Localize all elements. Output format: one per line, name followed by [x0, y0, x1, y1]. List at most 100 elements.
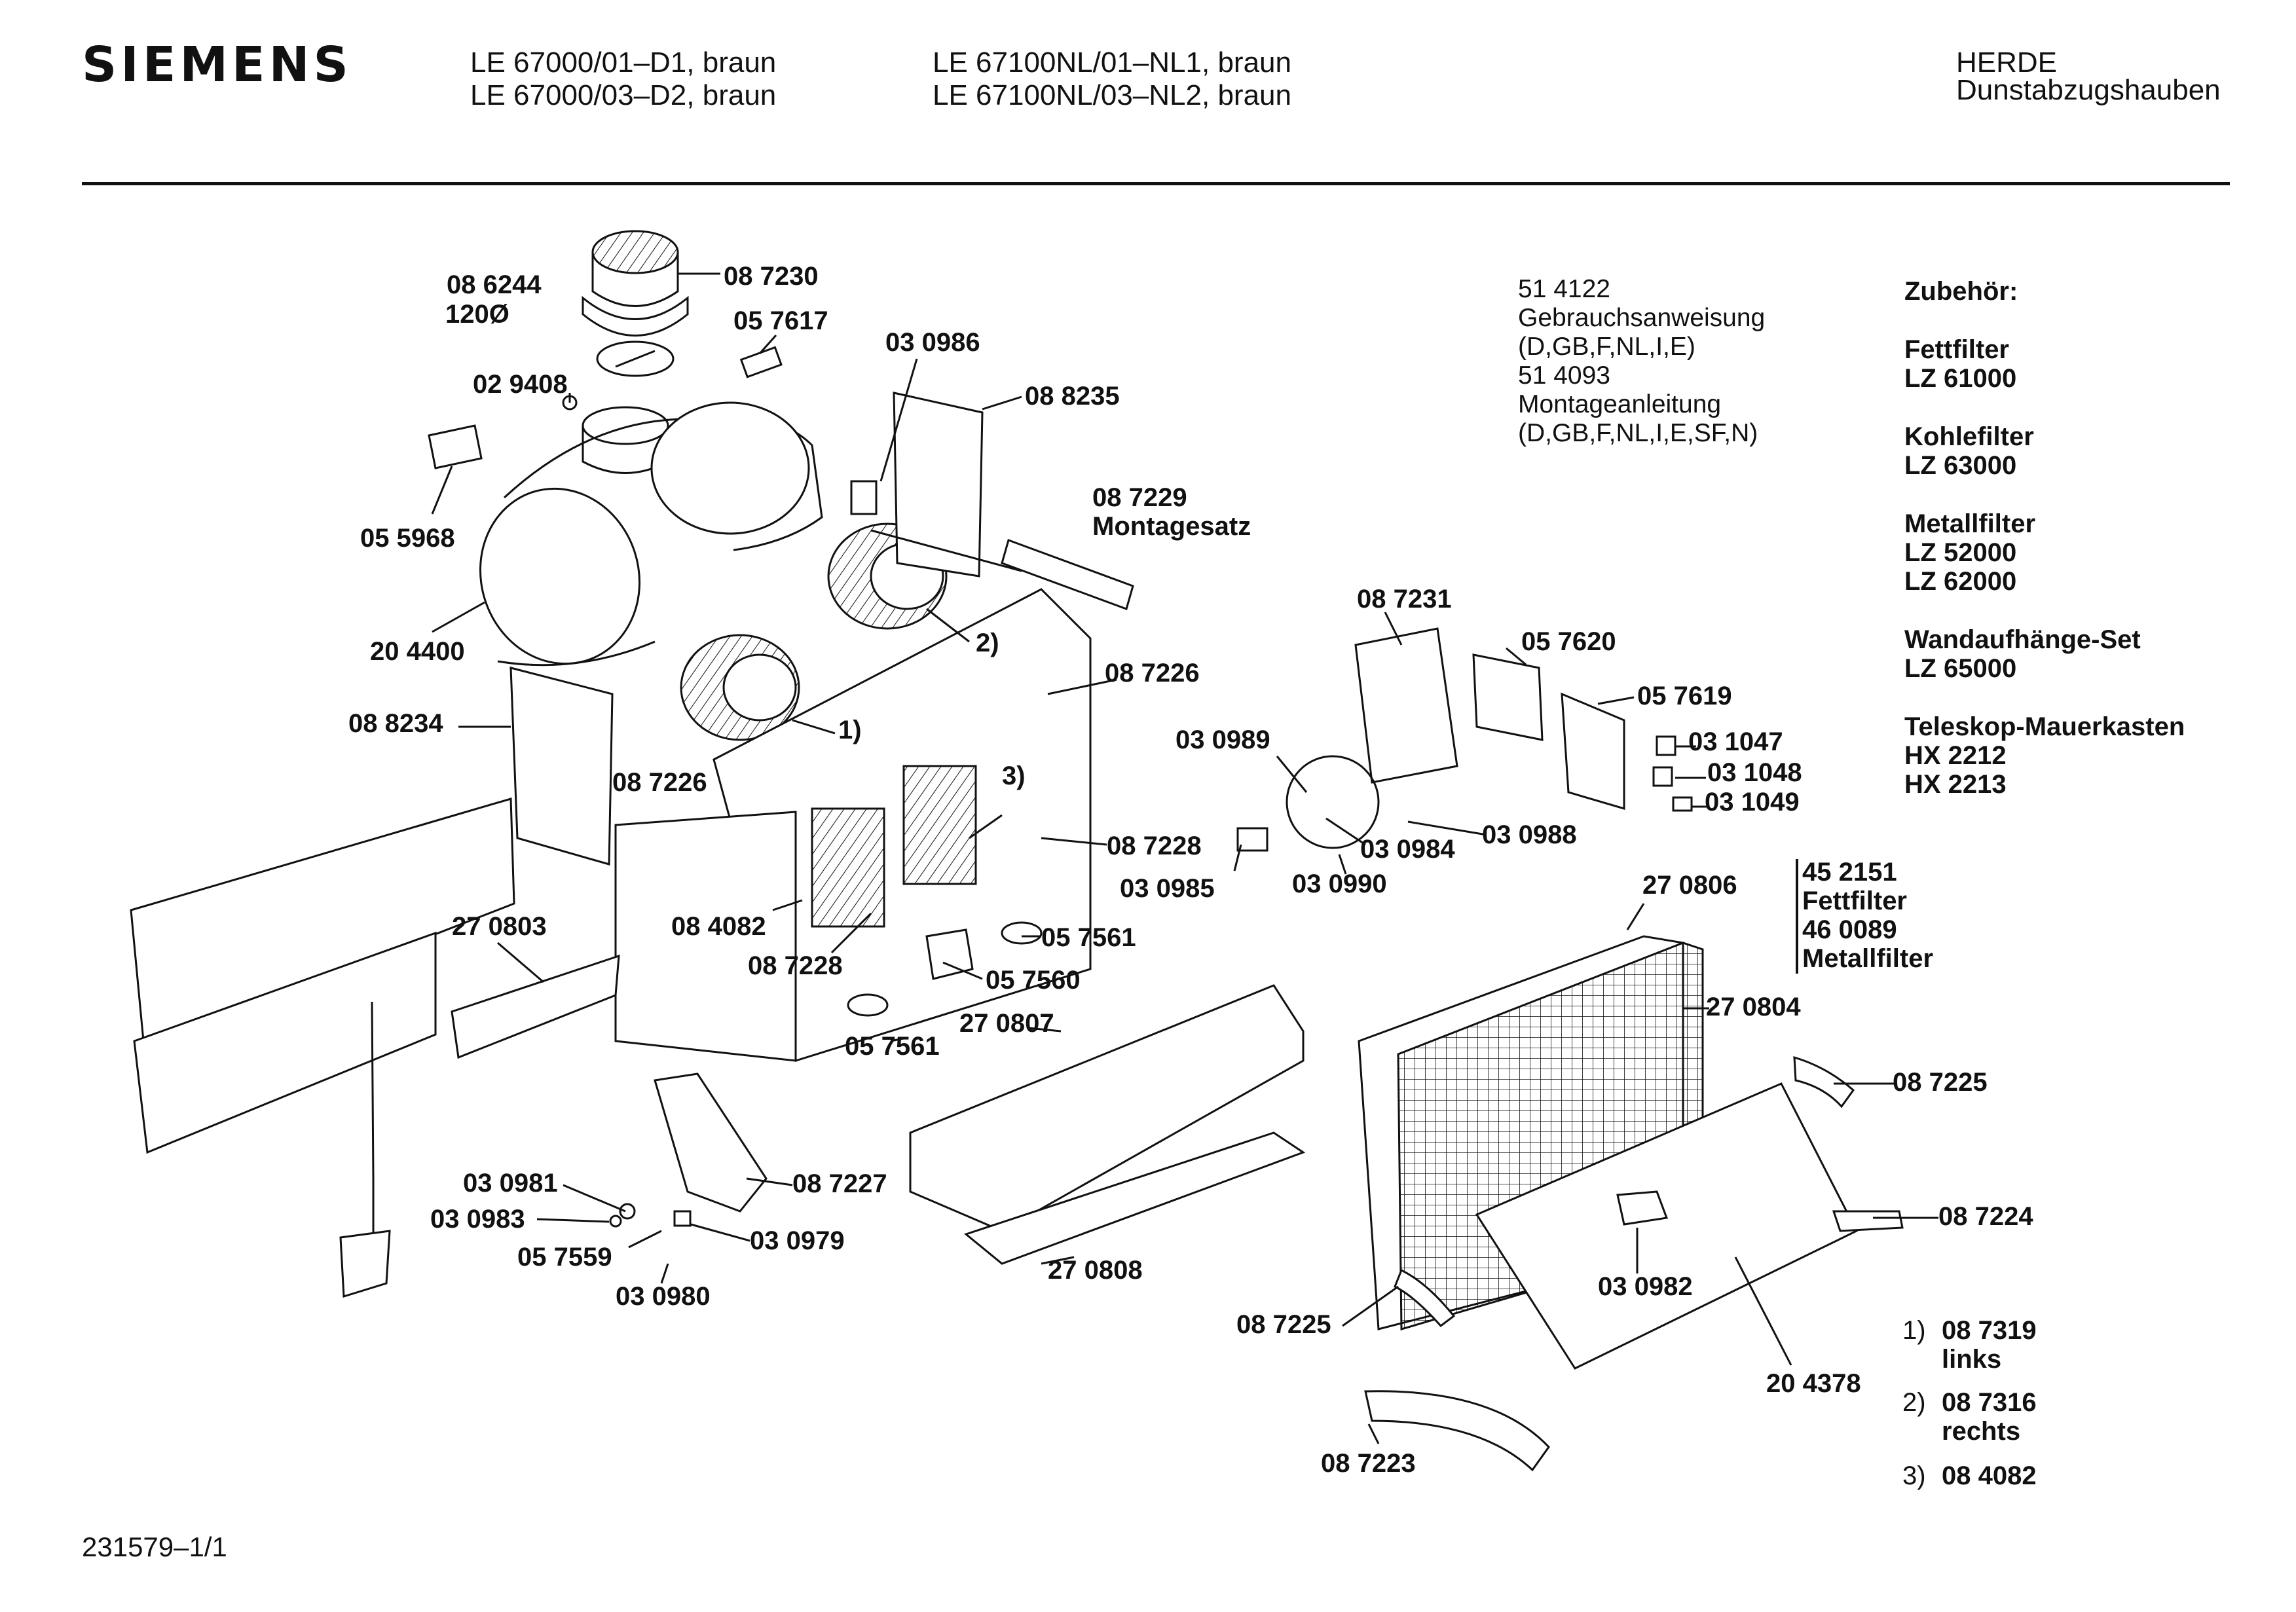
callout: 03 1049	[1705, 788, 1800, 816]
nut	[609, 1215, 622, 1228]
filter-label: 45 2151	[1802, 858, 1897, 887]
doc-info-line: 51 4122	[1518, 275, 1610, 303]
callout: 2)	[976, 629, 999, 657]
callout: 20 4378	[1766, 1369, 1861, 1398]
callout: 03 0980	[616, 1282, 711, 1311]
lamp-bulbs	[847, 921, 1043, 1017]
doc-info-line: Gebrauchsanweisung	[1518, 304, 1766, 332]
callout: 08 7230	[724, 262, 819, 291]
leader-lines	[431, 272, 1938, 1444]
callout: 05 7559	[517, 1243, 612, 1272]
outlet-collar	[582, 230, 689, 337]
callout: 05 7561	[1041, 923, 1136, 952]
document-id: 231579–1/1	[82, 1531, 227, 1562]
bracket-plate	[893, 392, 984, 577]
callout: 08 7224	[1938, 1202, 2033, 1231]
accessory-name: Wandaufhänge-Set	[1904, 625, 2141, 654]
callout: 08 7228	[1107, 832, 1202, 860]
doc-info-line: Montageanleitung	[1518, 390, 1722, 418]
doc-info-line: (D,GB,F,NL,I,E,SF,N)	[1518, 419, 1758, 447]
callout: 08 7223	[1321, 1449, 1416, 1478]
trim-left	[1394, 1268, 1456, 1328]
screw	[619, 1203, 636, 1220]
frame-strip	[963, 1131, 1306, 1265]
switch-block	[1561, 692, 1625, 811]
footnote-line: links	[1942, 1345, 2002, 1374]
trim-right	[1793, 1055, 1855, 1108]
trim-front	[1364, 1390, 1550, 1472]
callout: 03 1048	[1707, 758, 1802, 787]
callout: 08 7228	[748, 951, 843, 980]
main-casing	[614, 588, 1092, 1062]
model-line: LE 67000/03–D2, braun	[470, 79, 777, 111]
filter-label: Metallfilter	[1802, 944, 1934, 973]
accessories-title: Zubehör:	[1904, 277, 2018, 306]
category-line: HERDE	[1956, 46, 2058, 79]
callout: 27 0806	[1642, 871, 1737, 900]
callout: 03 0986	[885, 328, 980, 357]
doc-info-line: (D,GB,F,NL,I,E)	[1518, 333, 1695, 361]
callout: 27 0804	[1706, 993, 1801, 1021]
callout: 27 0807	[959, 1009, 1054, 1038]
flap-holder	[654, 1072, 768, 1213]
doc-info-line: 51 4093	[1518, 361, 1610, 390]
electronics-housing	[1354, 627, 1458, 784]
callout: 03 0983	[430, 1205, 525, 1234]
model-line: LE 67100NL/03–NL2, braun	[933, 79, 1291, 111]
callout: 08 7226	[1105, 659, 1200, 687]
callout: 08 7225	[1893, 1068, 1988, 1097]
callout: 08 7227	[792, 1169, 887, 1198]
trim-side	[1832, 1210, 1904, 1232]
callout: 03 0979	[750, 1226, 845, 1255]
switch-module	[850, 480, 878, 515]
callout: 03 0988	[1482, 820, 1577, 849]
header-divider	[82, 182, 2230, 185]
callout: 08 8235	[1025, 382, 1120, 411]
callout: 1)	[838, 716, 862, 744]
mains-cable	[371, 1001, 375, 1237]
blower-housing	[479, 401, 823, 667]
accessory-name: Kohlefilter	[1904, 422, 2034, 451]
side-panel	[509, 667, 614, 866]
lamp-cover	[1236, 827, 1268, 852]
cable-holder	[428, 424, 483, 469]
accessory-code: LZ 61000	[1904, 364, 2017, 393]
clip	[673, 1210, 692, 1227]
siemens-logo: SIEMENS	[82, 37, 352, 93]
callout: 03 0989	[1176, 725, 1270, 754]
footnote-line: rechts	[1942, 1417, 2021, 1446]
callout: 08 7231	[1357, 585, 1452, 614]
callout: 120Ø	[445, 300, 509, 329]
lamp-bracket	[451, 954, 620, 1059]
accessory-name: Teleskop-Mauerkasten	[1904, 712, 2185, 741]
callout: 27 0803	[452, 912, 547, 941]
footnote-line: 08 7319	[1942, 1316, 2037, 1345]
control-bracket	[1472, 653, 1544, 741]
accessory-code: LZ 52000	[1904, 538, 2017, 567]
callout: 03 0981	[463, 1169, 558, 1198]
callout: 02 9408	[473, 370, 568, 399]
callout: 08 7226	[612, 768, 707, 797]
footnote-key: 1)	[1902, 1316, 1926, 1345]
callout: 03 0984	[1360, 835, 1455, 864]
knob	[1656, 735, 1676, 756]
callout: 03 0985	[1120, 874, 1215, 903]
accessory-name: Fettfilter	[1904, 335, 2009, 364]
light-grille	[909, 984, 1305, 1232]
filter-latch	[1616, 1190, 1669, 1226]
model-line: LE 67000/01–D1, braun	[470, 46, 777, 79]
callout: 03 0990	[1292, 870, 1387, 898]
filter-label: Fettfilter	[1802, 887, 1907, 915]
callout: 08 8234	[348, 709, 443, 738]
footnote-key: 2)	[1902, 1388, 1926, 1417]
callout: 3)	[1002, 761, 1026, 790]
callout: 27 0808	[1048, 1256, 1143, 1285]
accessory-code: LZ 65000	[1904, 654, 2017, 683]
mains-plug	[339, 1230, 391, 1298]
callout: 05 7617	[733, 306, 828, 335]
callout: 05 7561	[845, 1032, 940, 1061]
knob	[1652, 766, 1673, 787]
callout: Montagesatz	[1092, 512, 1251, 541]
fan-wheel-left	[680, 634, 800, 741]
